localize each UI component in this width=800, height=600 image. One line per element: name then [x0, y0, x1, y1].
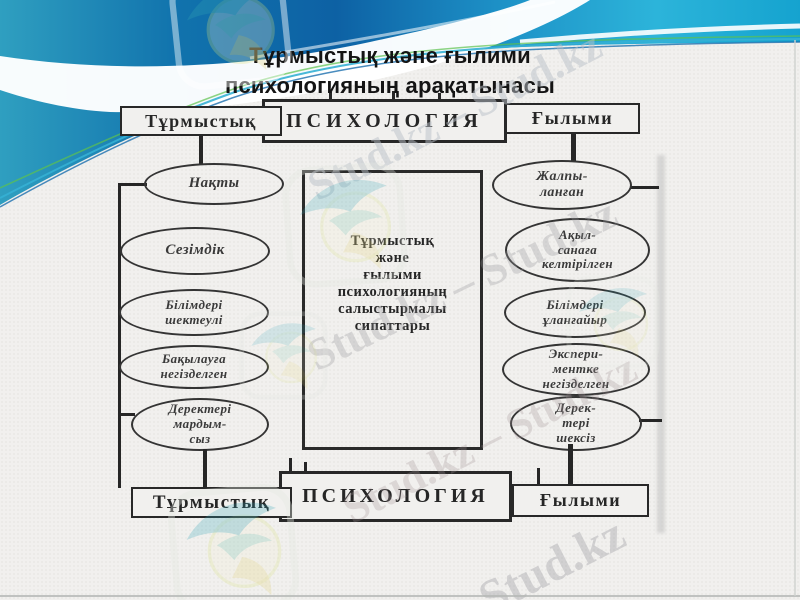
title-line-1: Тұрмыстық және ғылими: [249, 43, 531, 68]
bottom-turmystyk-label: Тұрмыстық: [152, 491, 271, 513]
oval-line: Білімдері: [546, 296, 604, 312]
title-line-2: психологияның арақатынасы: [224, 73, 555, 98]
oval-bilimderi-shekteuli: Білімдері шектеулі: [119, 289, 269, 336]
oval-line: Деректері: [168, 401, 232, 417]
oval-line: негізделген: [542, 375, 610, 391]
oval-line: Дерек-: [555, 400, 597, 416]
top-psychology-label: ПСИХОЛОГИЯ: [286, 109, 483, 132]
connector-top-right: [571, 133, 576, 162]
tick-line: [304, 462, 307, 472]
wave-white-ribbon: [0, 0, 590, 113]
tick-line: [438, 93, 441, 100]
oval-line: Ақыл-: [558, 226, 597, 242]
oval-line: сыз: [189, 430, 211, 446]
oval-akyl-sanaga: Ақыл- санаға келтірілген: [505, 218, 650, 282]
wave-white-streak: [519, 23, 800, 45]
top-turmystyk-box: Тұрмыстық: [120, 106, 282, 136]
stub-nakty: [118, 183, 147, 186]
oval-line: шектеулі: [165, 311, 223, 327]
connector-bottom-left: [203, 449, 207, 488]
top-gylymi-label: Ғылыми: [531, 108, 614, 128]
oval-bilimderi-ulangaiyr: Білімдері ұланғайыр: [504, 287, 646, 338]
slide-right-edge: [794, 40, 796, 596]
oval-line: ұланғайыр: [542, 311, 608, 327]
oval-line: келтірілген: [541, 256, 613, 272]
center-box-line: және: [375, 250, 410, 266]
bottom-psychology-label: ПСИХОЛОГИЯ: [302, 485, 489, 507]
oval-derekteri-sheksiz: Дерек- тері шексіз: [510, 396, 642, 451]
tick-line: [329, 92, 332, 100]
oval-experimentke: Экспери- ментке негізделген: [502, 343, 650, 396]
tick-line: [392, 91, 395, 100]
oval-bakylauga: Бақылауға негізделген: [119, 345, 269, 389]
stub-derek-sheksiz: [639, 419, 662, 422]
bottom-turmystyk-box: Тұрмыстық: [131, 487, 292, 518]
oval-line: шексіз: [556, 429, 596, 445]
oval-line: ментке: [552, 361, 600, 377]
right-scan-edge: [657, 155, 665, 533]
top-turmystyk-label: Тұрмыстық: [145, 110, 257, 131]
oval-line: Бақылауға: [161, 351, 227, 367]
oval-derekteri-mardymsyz: Деректері мардым- сыз: [131, 398, 269, 451]
tick-line: [289, 458, 292, 472]
oval-line: Сезімдік: [165, 242, 225, 259]
bottom-gylymi-box: Ғылыми: [512, 484, 649, 517]
page-title: Тұрмыстық және ғылими психологияның арақ…: [150, 41, 630, 101]
oval-zhalpylangan: Жалпы- ланған: [492, 160, 632, 210]
stub-derekteri: [118, 413, 135, 416]
wave-accent-cyan: [0, 38, 800, 199]
tick-line: [537, 468, 540, 485]
slide-bottom-edge: [0, 595, 800, 597]
center-comparison-box: Тұрмыстық және ғылыми психологияның салы…: [302, 170, 483, 450]
connector-top-left: [199, 135, 203, 165]
oval-line: санаға: [557, 241, 598, 257]
oval-line: тері: [562, 415, 590, 431]
oval-line: Нақты: [188, 175, 240, 192]
oval-line: Экспери-: [548, 346, 604, 362]
top-psychology-box: ПСИХОЛОГИЯ: [262, 99, 507, 143]
center-box-line: салыстырмалы: [338, 301, 447, 317]
bottom-gylymi-label: Ғылыми: [539, 490, 622, 510]
center-box-line: сипаттары: [354, 318, 431, 334]
center-box-line: Тұрмыстық: [350, 233, 435, 249]
left-rail: [118, 183, 121, 488]
oval-nakty: Нақты: [144, 163, 284, 205]
oval-line: ланған: [539, 185, 585, 200]
connector-bottom-right: [568, 444, 573, 485]
oval-line: негізделген: [160, 366, 228, 381]
center-box-line: ғылыми: [363, 267, 422, 283]
oval-sezimdik: Сезімдік: [120, 227, 270, 275]
top-gylymi-box: Ғылыми: [505, 103, 640, 134]
center-box-line: психологияның: [337, 284, 448, 300]
oval-line: Білімдері: [165, 296, 223, 312]
stub-zhalpylangan: [630, 186, 659, 189]
oval-line: Жалпы-: [536, 169, 588, 185]
oval-line: мардым-: [173, 416, 227, 432]
wave-accent-blue: [0, 41, 800, 208]
bottom-psychology-box: ПСИХОЛОГИЯ: [279, 471, 512, 522]
